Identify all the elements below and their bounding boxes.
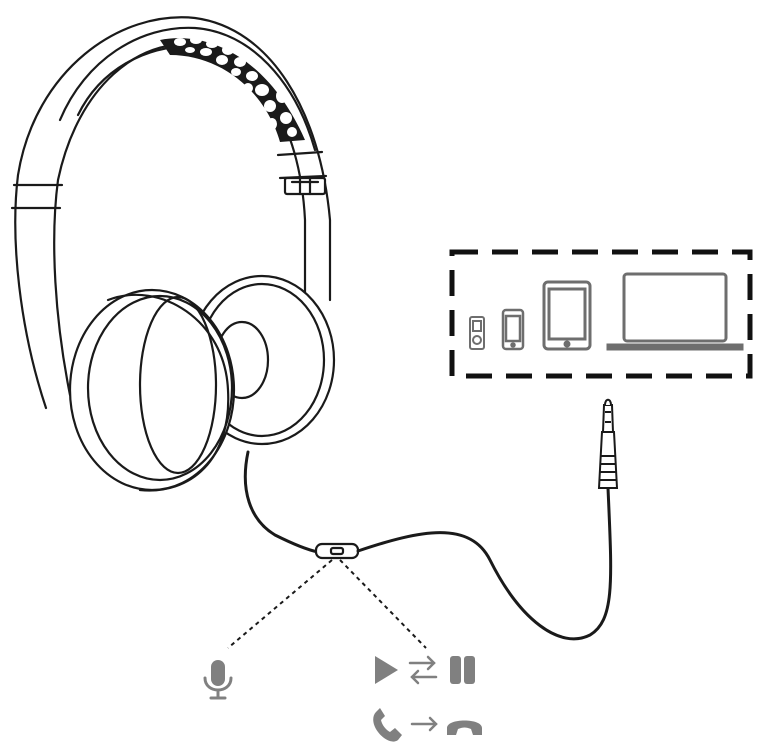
audio-jack bbox=[597, 398, 619, 489]
headband-adjuster bbox=[10, 150, 328, 210]
cable-lower bbox=[356, 486, 613, 641]
music-player-icon bbox=[469, 316, 485, 350]
tablet-icon bbox=[542, 280, 592, 351]
cable-upper bbox=[243, 450, 320, 554]
adjuster-clip bbox=[283, 176, 327, 196]
headband-slot bbox=[58, 26, 317, 152]
inline-remote bbox=[314, 542, 360, 560]
swap-arrows-icon bbox=[408, 655, 438, 685]
play-icon bbox=[375, 656, 398, 684]
smartphone-icon bbox=[501, 308, 525, 351]
laptop-icon bbox=[606, 272, 744, 351]
arrow-right-icon bbox=[410, 716, 438, 732]
phone-answer-icon bbox=[373, 708, 402, 742]
microphone-icon bbox=[203, 660, 233, 700]
remote-callout-lines bbox=[227, 559, 427, 649]
devices-box bbox=[449, 249, 753, 379]
pause-icon bbox=[450, 656, 475, 684]
headphones bbox=[10, 16, 613, 641]
phone-hangup-icon bbox=[447, 720, 482, 735]
